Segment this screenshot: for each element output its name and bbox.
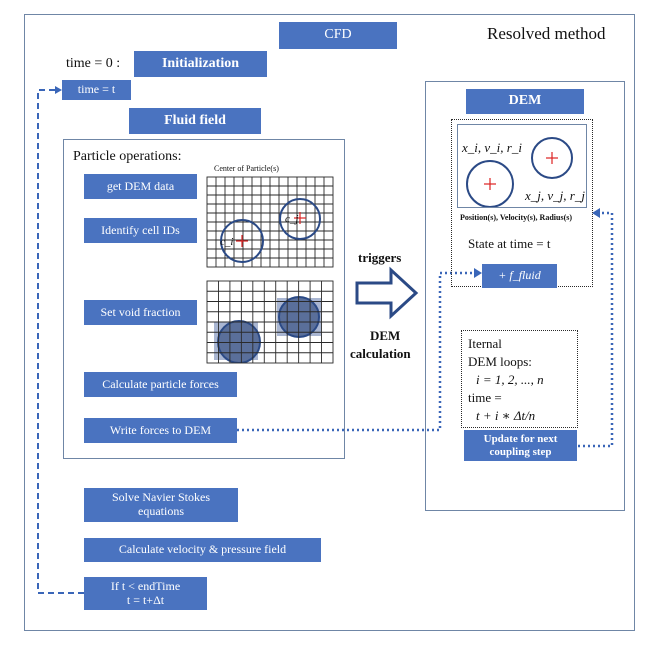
- dem-title-box: DEM: [466, 89, 584, 114]
- internal-line3: i = 1, 2, ..., n: [476, 372, 544, 387]
- particle-operations-frame: [63, 139, 345, 459]
- outer-frame: [24, 14, 635, 631]
- dem-calc-line1: DEM: [370, 328, 401, 343]
- set-void-fraction-box: Set void fraction: [84, 300, 197, 325]
- particle-j-label: x_j, v_j, r_j: [525, 188, 585, 203]
- write-forces-connector: [237, 271, 479, 432]
- update-connector: [578, 211, 614, 448]
- fluid-field-box: Fluid field: [129, 108, 261, 134]
- f-fluid-box: + f_fluid: [482, 264, 557, 288]
- particle-cj-center-icon: [294, 212, 306, 224]
- internal-line1: Iternal: [468, 336, 502, 351]
- particle-void-1: [217, 320, 261, 363]
- get-dem-data-box: get DEM data: [84, 174, 197, 199]
- internal-dem-loops-box: [461, 330, 578, 428]
- particle-i-label: x_i, v_i, r_i: [462, 140, 522, 155]
- center-of-particles-label: Center of Particle(s): [214, 164, 279, 173]
- dem-particle-j-circle: [531, 137, 573, 179]
- internal-line4: time =: [468, 390, 502, 405]
- initialization-box: Initialization: [134, 51, 267, 77]
- calculate-velocity-box: Calculate velocity & pressure field: [84, 538, 321, 562]
- triggers-label: triggers: [358, 250, 402, 265]
- time-t-box: time = t: [62, 80, 131, 100]
- cfd-label: CFD: [324, 27, 352, 43]
- particle-cj-circle: [279, 198, 321, 240]
- loop-back-connector: [37, 89, 84, 594]
- internal-line5: t + i ∗ Δt/n: [476, 408, 536, 423]
- bottom-grid: [206, 280, 334, 364]
- particle-ci-circle: [220, 219, 264, 263]
- position-velocity-radius-label: Position(s), Velocity(s), Radius(s): [460, 213, 573, 222]
- dem-particle-j-center-icon: [546, 152, 558, 164]
- particle-operations-label: Particle operations:: [73, 149, 182, 164]
- write-forces-box: Write forces to DEM: [84, 418, 237, 443]
- particle-ci-center-icon: [236, 235, 248, 247]
- time-zero-label: time = 0 :: [66, 56, 121, 71]
- calculate-particle-forces-box: Calculate particle forces: [84, 372, 237, 397]
- end-time-check-box: If t < endTime t = t+Δt: [84, 577, 207, 610]
- internal-line2: DEM loops:: [468, 354, 532, 369]
- ci-label: c_i: [220, 236, 233, 248]
- state-at-time-label: State at time = t: [468, 236, 551, 251]
- dem-calc-line2: calculation: [350, 346, 411, 361]
- dem-particle-i-center-icon: [484, 178, 496, 190]
- dem-particle-inner-frame: [457, 124, 587, 208]
- cfd-title-box: CFD: [279, 22, 397, 49]
- solve-navier-stokes-box: Solve Navier Stokes equations: [84, 488, 238, 522]
- update-coupling-box: Update for next coupling step: [464, 430, 577, 461]
- resolved-method-label: Resolved method: [487, 24, 606, 43]
- cj-label: c_j: [285, 213, 298, 225]
- top-grid: [206, 176, 334, 268]
- dem-frame: [425, 81, 625, 511]
- triggers-arrow-icon: [355, 266, 419, 320]
- identify-cell-ids-box: Identify cell IDs: [84, 218, 197, 243]
